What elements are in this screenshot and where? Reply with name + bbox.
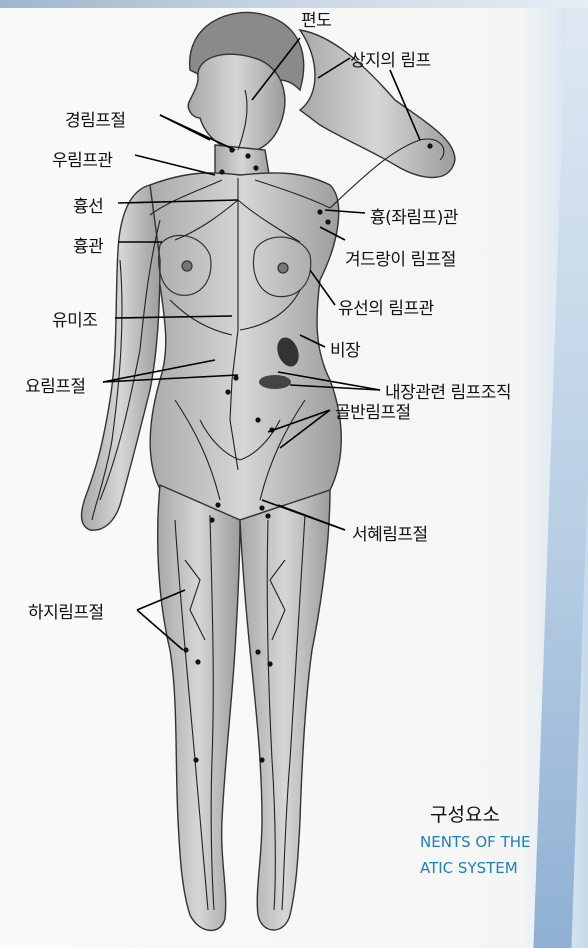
label-upper-limb-lymph: 상지의 림프	[350, 46, 431, 71]
label-thymus: 흉선	[73, 192, 103, 217]
label-lumbar-nodes: 요림프절	[25, 372, 86, 397]
caption-english-line1: NENTS OF THE	[420, 833, 531, 851]
label-pelvic-nodes: 골반림프절	[335, 398, 411, 423]
label-axillary-nodes: 겨드랑이 림프절	[345, 245, 456, 270]
label-thoracic-left-duct: 흉(좌림프)관	[370, 203, 458, 228]
label-right-lymph-duct: 우림프관	[52, 146, 113, 171]
label-spleen: 비장	[330, 336, 360, 361]
right-leg	[158, 485, 240, 930]
visceral-tissue-shape	[259, 375, 291, 389]
label-mammary-lymph-vessels: 유선의 림프관	[338, 294, 434, 319]
label-tonsil: 편도	[301, 6, 331, 31]
label-cisterna-chyli: 유미조	[52, 306, 97, 331]
label-thoracic-duct: 흉관	[73, 232, 103, 257]
label-lower-limb-nodes: 하지림프절	[28, 598, 104, 623]
torso-shape	[145, 173, 341, 520]
label-inguinal-nodes: 서혜림프절	[352, 520, 428, 545]
left-leg	[240, 490, 330, 930]
head-shape	[188, 54, 285, 152]
caption-korean: 구성요소	[430, 800, 500, 827]
label-cervical-nodes: 경림프절	[65, 106, 126, 131]
caption-english-line2: ATIC SYSTEM	[420, 859, 518, 877]
